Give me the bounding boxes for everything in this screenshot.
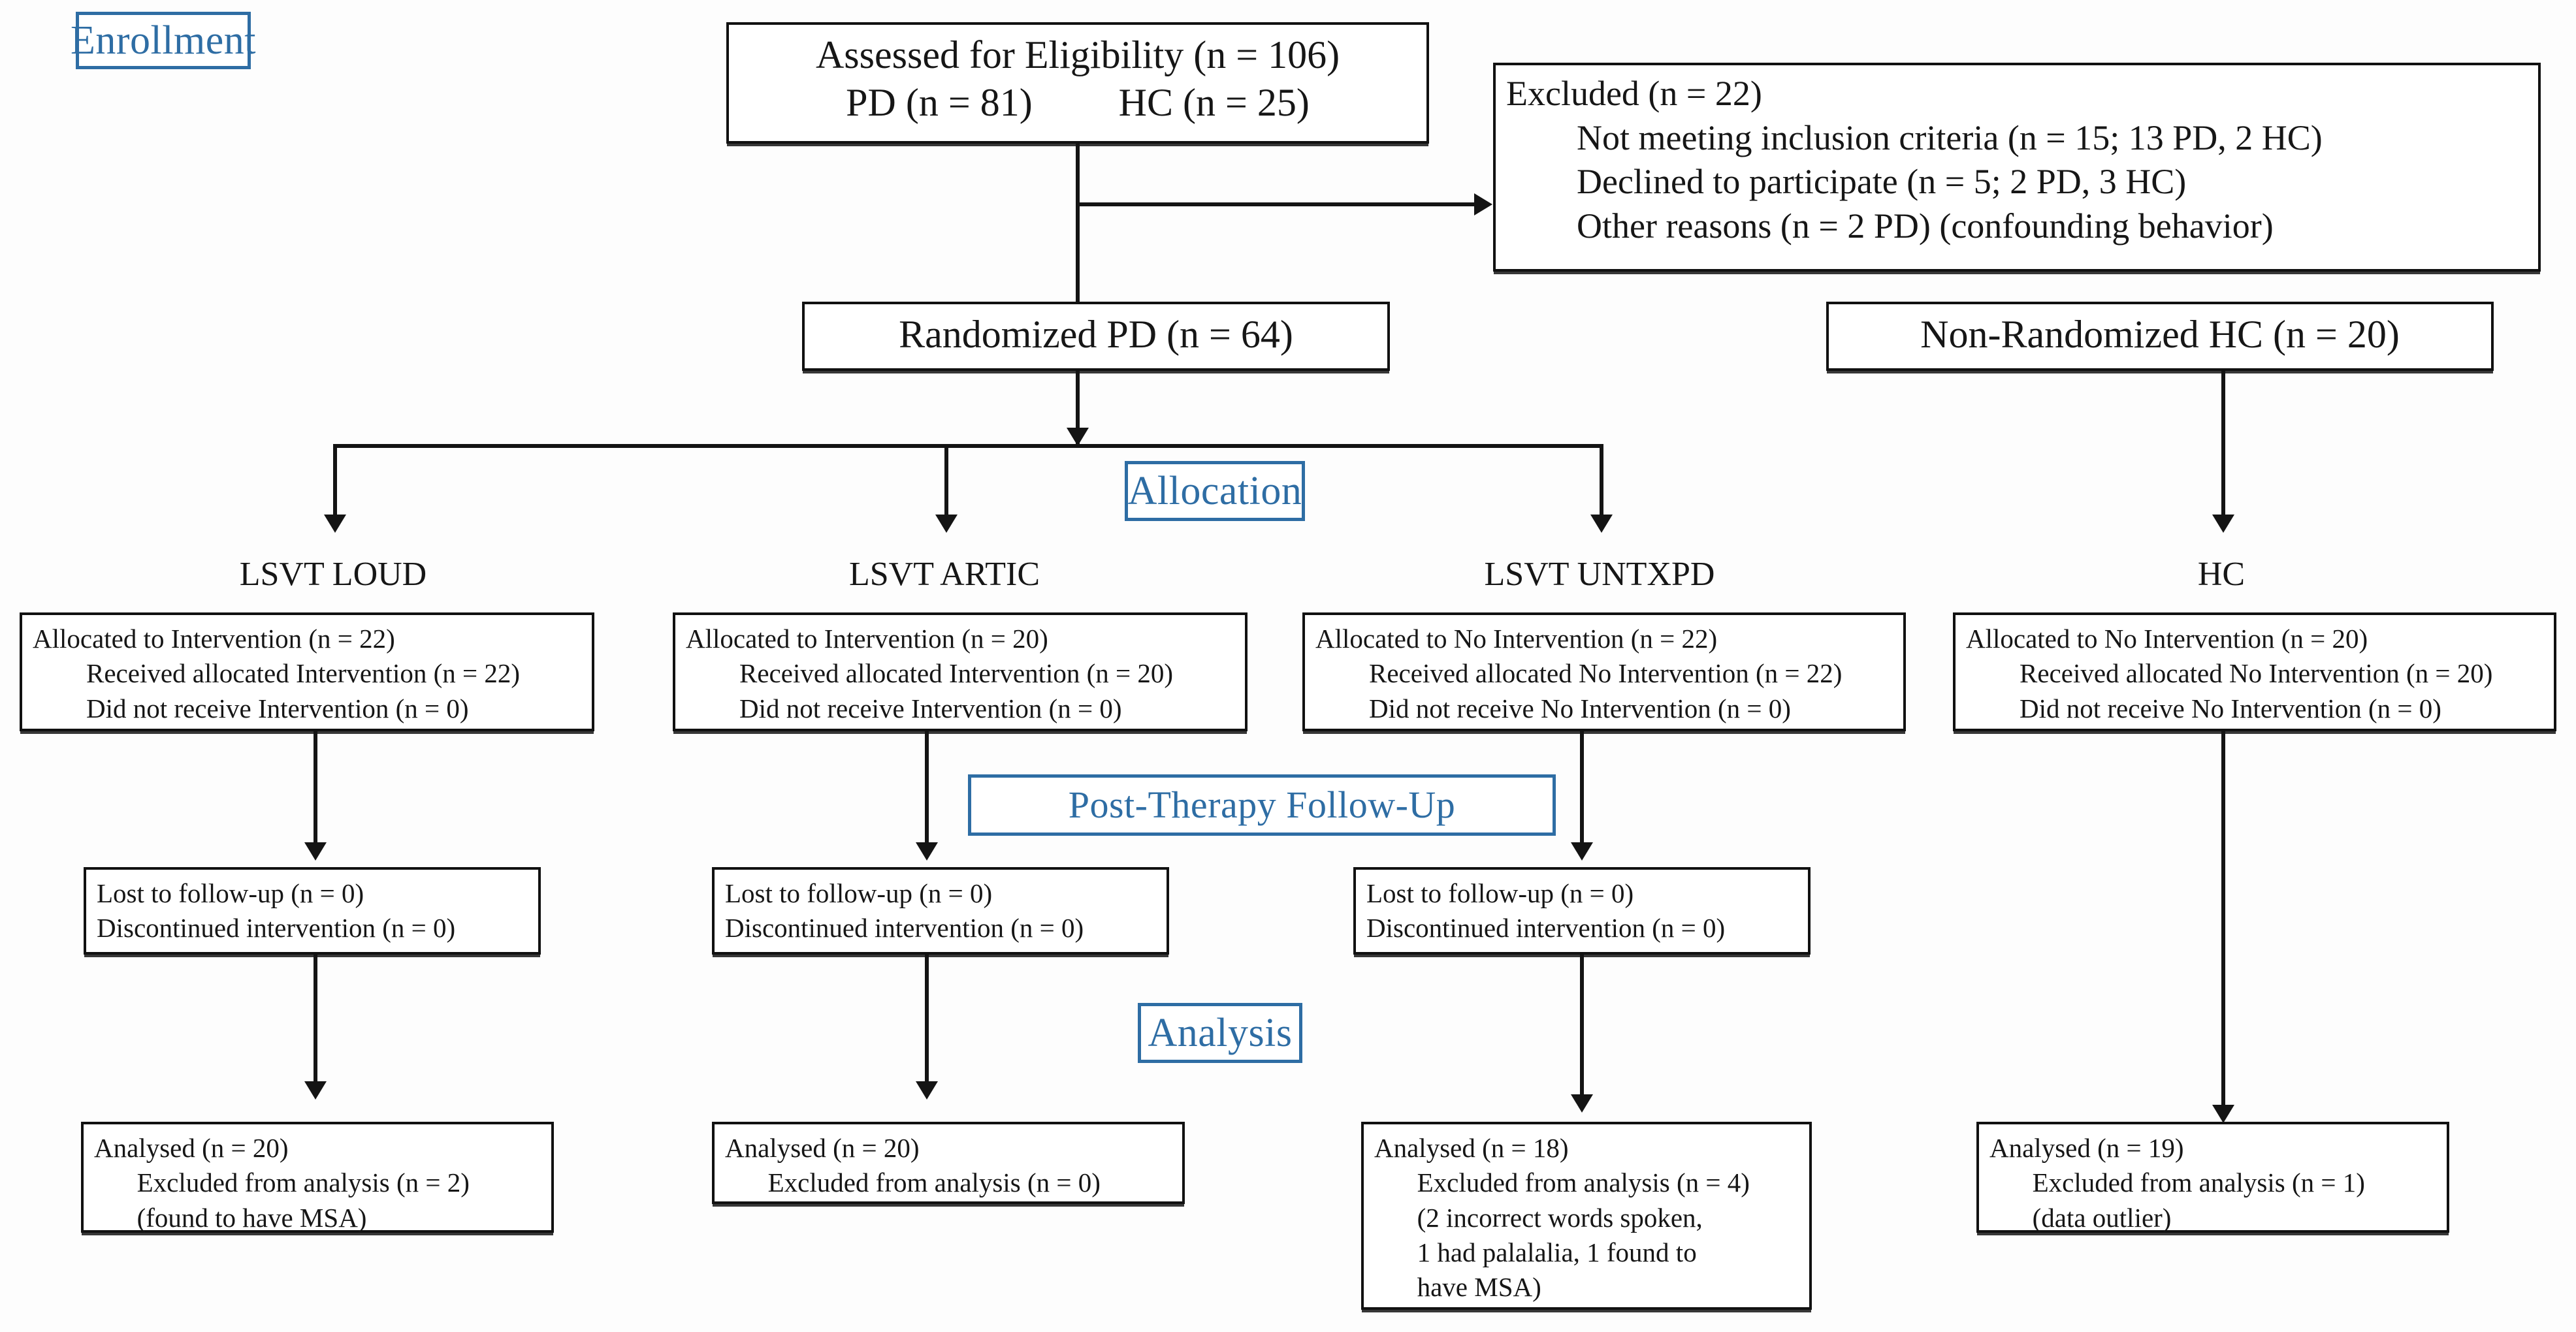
analysis-line: (data outlier) (2032, 1202, 2172, 1233)
assessed-line-2: PD (n = 81) HC (n = 25) (739, 79, 1416, 127)
arrow-analysis-col3 (1571, 1094, 1593, 1113)
analysis-line: have MSA) (1417, 1272, 1541, 1303)
allocation-line: Did not receive Intervention (n = 0) (86, 693, 469, 723)
connector-drop-col4 (2221, 371, 2225, 520)
node-randomized-pd: Randomized PD (n = 64) (802, 302, 1390, 371)
analysis-line: Excluded from analysis (n = 2) (137, 1167, 470, 1198)
arrow-randomized-to-split (1067, 428, 1089, 446)
allocation-line: Did not receive No Intervention (n = 0) (1369, 693, 1791, 723)
node-analysis-hc: Analysed (n = 19) Excluded from analysis… (1976, 1122, 2449, 1233)
column-header-hc: HC (2197, 556, 2246, 593)
stage-label-enrollment: Enrollment (71, 12, 255, 69)
stage-label-allocation: Allocation (1125, 461, 1305, 521)
analysis-line: (found to have MSA) (137, 1202, 367, 1233)
node-analysis-lsvt-artic: Analysed (n = 20) Excluded from analysis… (712, 1122, 1185, 1204)
analysis-line: 1 had palalalia, 1 found to (1417, 1237, 1697, 1267)
followup-line: Lost to follow-up (n = 0) (725, 878, 993, 908)
connector-alloc-to-followup-col1 (314, 731, 317, 848)
connector-randomized-down (1076, 371, 1080, 444)
connector-followup-to-analysis-col2 (925, 955, 929, 1086)
excluded-line-4: Other reasons (n = 2 PD) (confounding be… (1577, 206, 2274, 246)
node-assessed-for-eligibility: Assessed for Eligibility (n = 106) PD (n… (726, 22, 1429, 144)
node-allocation-lsvt-untxpd: Allocated to No Intervention (n = 22) Re… (1302, 612, 1906, 731)
excluded-line-2: Not meeting inclusion criteria (n = 15; … (1577, 118, 2323, 157)
arrow-analysis-col2 (916, 1081, 938, 1100)
allocation-line: Received allocated No Intervention (n = … (1369, 658, 1843, 689)
analysis-line: Excluded from analysis (n = 0) (767, 1167, 1101, 1198)
node-followup-lsvt-untxpd: Lost to follow-up (n = 0) Discontinued i… (1353, 867, 1811, 955)
arrow-col4 (2212, 515, 2234, 533)
stage-label-followup: Post-Therapy Follow-Up (968, 774, 1556, 836)
allocation-line: Received allocated Intervention (n = 22) (86, 658, 521, 689)
allocation-line: Allocated to Intervention (n = 22) (33, 624, 395, 654)
column-header-lsvt-artic: LSVT ARTIC (848, 556, 1040, 593)
connector-drop-col1 (333, 444, 337, 520)
arrow-followup-col2 (916, 842, 938, 861)
connector-drop-col2 (944, 444, 948, 520)
arrow-analysis-col1 (304, 1081, 327, 1100)
node-followup-lsvt-artic: Lost to follow-up (n = 0) Discontinued i… (712, 867, 1169, 955)
node-analysis-lsvt-untxpd: Analysed (n = 18) Excluded from analysis… (1361, 1122, 1812, 1310)
assessed-hc-count: HC (n = 25) (1118, 81, 1310, 125)
connector-alloc-to-followup-col3 (1580, 731, 1584, 848)
stage-label-analysis: Analysis (1138, 1003, 1302, 1063)
connector-assessed-vertical (1076, 144, 1080, 303)
analysis-line: Analysed (n = 20) (725, 1133, 920, 1163)
excluded-line-3: Declined to participate (n = 5; 2 PD, 3 … (1577, 162, 2187, 201)
assessed-pd-count: PD (n = 81) (846, 81, 1033, 125)
node-allocation-lsvt-loud: Allocated to Intervention (n = 22) Recei… (20, 612, 594, 731)
arrow-col3 (1590, 515, 1613, 533)
analysis-line: Analysed (n = 19) (1989, 1133, 2184, 1163)
analysis-line: Analysed (n = 20) (94, 1133, 289, 1163)
followup-line: Discontinued intervention (n = 0) (1366, 913, 1726, 944)
followup-line: Lost to follow-up (n = 0) (1366, 878, 1634, 908)
column-header-lsvt-untxpd: LSVT UNTXPD (1484, 556, 1715, 593)
excluded-line-1: Excluded (n = 22) (1506, 74, 1762, 113)
allocation-line: Allocated to Intervention (n = 20) (686, 624, 1048, 654)
allocation-line: Allocated to No Intervention (n = 20) (1966, 624, 2368, 654)
analysis-line: Excluded from analysis (n = 1) (2032, 1167, 2365, 1198)
node-followup-lsvt-loud: Lost to follow-up (n = 0) Discontinued i… (84, 867, 541, 955)
analysis-line: Excluded from analysis (n = 4) (1417, 1167, 1750, 1198)
node-allocation-lsvt-artic: Allocated to Intervention (n = 20) Recei… (673, 612, 1248, 731)
node-analysis-lsvt-loud: Analysed (n = 20) Excluded from analysis… (81, 1122, 554, 1233)
allocation-line: Did not receive Intervention (n = 0) (739, 693, 1122, 723)
connector-drop-col3 (1600, 444, 1603, 520)
connector-hc-to-analysis (2221, 731, 2225, 1110)
connector-alloc-to-followup-col2 (925, 731, 929, 848)
node-excluded: Excluded (n = 22) Not meeting inclusion … (1493, 63, 2541, 272)
column-header-lsvt-loud: LSVT LOUD (239, 556, 427, 593)
randomized-pd-label: Randomized PD (n = 64) (899, 313, 1293, 356)
analysis-line: (2 incorrect words spoken, (1417, 1202, 1703, 1233)
allocation-line: Did not receive No Intervention (n = 0) (2020, 693, 2441, 723)
arrow-col1 (324, 515, 346, 533)
arrow-to-excluded (1474, 193, 1492, 215)
assessed-line-1: Assessed for Eligibility (n = 106) (815, 33, 1340, 76)
non-randomized-hc-label: Non-Randomized HC (n = 20) (1920, 313, 2400, 356)
followup-line: Discontinued intervention (n = 0) (97, 913, 456, 944)
arrow-hc-analysis (2212, 1105, 2234, 1123)
followup-line: Discontinued intervention (n = 0) (725, 913, 1084, 944)
arrow-followup-col1 (304, 842, 327, 861)
arrow-followup-col3 (1571, 842, 1593, 861)
allocation-line: Received allocated Intervention (n = 20) (739, 658, 1174, 689)
followup-line: Lost to follow-up (n = 0) (97, 878, 364, 908)
connector-followup-to-analysis-col3 (1580, 955, 1584, 1100)
allocation-line: Allocated to No Intervention (n = 22) (1315, 624, 1718, 654)
connector-followup-to-analysis-col1 (314, 955, 317, 1086)
arrow-col2 (935, 515, 958, 533)
node-non-randomized-hc: Non-Randomized HC (n = 20) (1826, 302, 2494, 371)
connector-allocation-split-bar (333, 444, 1603, 448)
node-allocation-hc: Allocated to No Intervention (n = 20) Re… (1953, 612, 2556, 731)
analysis-line: Analysed (n = 18) (1374, 1133, 1569, 1163)
allocation-line: Received allocated No Intervention (n = … (2020, 658, 2493, 689)
connector-assessed-to-excluded (1076, 202, 1474, 206)
